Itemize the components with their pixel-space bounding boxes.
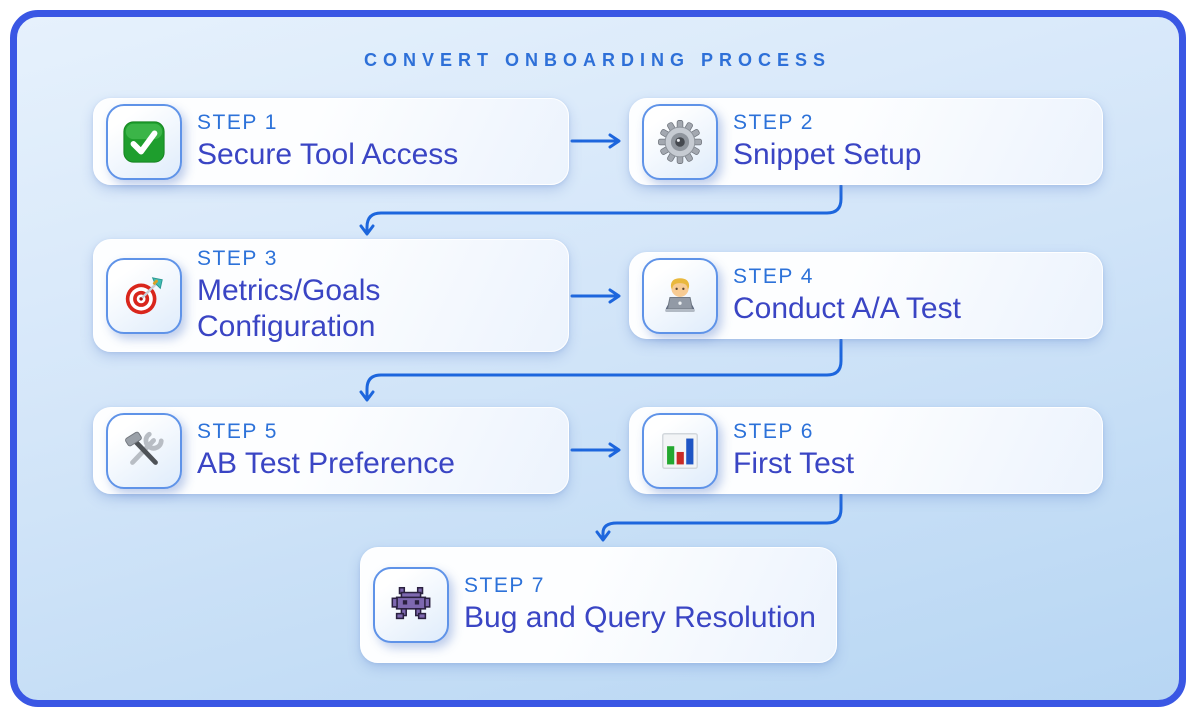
step-4-text: STEP 4 Conduct A/A Test: [733, 265, 961, 327]
gear-icon: [658, 119, 702, 164]
step-label: STEP 3: [197, 246, 278, 270]
step-2-text: STEP 2 Snippet Setup: [733, 111, 921, 173]
step-title: Snippet Setup: [733, 137, 922, 171]
step-6-icon-box: [642, 412, 718, 489]
step-title: Bug and Query Resolution: [464, 601, 816, 634]
check-mark-icon: [123, 120, 165, 163]
step-card-6[interactable]: STEP 6 First Test: [629, 407, 1103, 494]
step-2-icon-box: [642, 103, 718, 180]
step-1-icon-box: [106, 103, 182, 180]
step-1-text: STEP 1 Secure Tool Access: [197, 111, 458, 173]
step-5-text: STEP 5 AB Test Preference: [197, 420, 455, 482]
step-3-text: STEP 3 Metrics/Goals Configuration: [197, 247, 557, 345]
step-title: Metrics/Goals Configuration: [197, 273, 381, 343]
step-label: STEP 5: [197, 419, 278, 443]
step-card-1[interactable]: STEP 1 Secure Tool Access: [93, 98, 569, 185]
step-card-2[interactable]: STEP 2 Snippet Setup: [629, 98, 1103, 185]
step-card-4[interactable]: STEP 4 Conduct A/A Test: [629, 252, 1103, 339]
diagram-title: CONVERT ONBOARDING PROCESS: [363, 50, 832, 70]
bar-chart-icon: [662, 432, 698, 469]
step-label: STEP 7: [464, 574, 545, 597]
step-card-3[interactable]: STEP 3 Metrics/Goals Configuration: [93, 239, 569, 352]
step-6-text: STEP 6 First Test: [733, 420, 854, 482]
step-card-5[interactable]: STEP 5 AB Test Preference: [93, 407, 569, 494]
technologist-icon: [665, 277, 695, 312]
step-3-icon-box: [106, 257, 182, 334]
target-dart-icon: [125, 276, 163, 314]
step-4-icon-box: [642, 257, 718, 334]
step-card-7[interactable]: STEP 7 Bug and Query Resolution: [360, 547, 837, 663]
alien-monster-icon: [391, 586, 431, 620]
step-label: STEP 4: [733, 264, 814, 288]
step-label: STEP 1: [197, 110, 278, 134]
step-7-icon-box: [373, 567, 449, 643]
step-5-icon-box: [106, 412, 182, 489]
step-title: Secure Tool Access: [197, 137, 459, 171]
step-7-text: STEP 7 Bug and Query Resolution: [464, 574, 816, 636]
step-title: AB Test Preference: [197, 446, 455, 480]
step-label: STEP 6: [733, 419, 814, 443]
step-label: STEP 2: [733, 110, 814, 134]
step-title: Conduct A/A Test: [733, 291, 961, 325]
hammer-wrench-icon: [125, 431, 164, 465]
step-title: First Test: [733, 446, 855, 480]
